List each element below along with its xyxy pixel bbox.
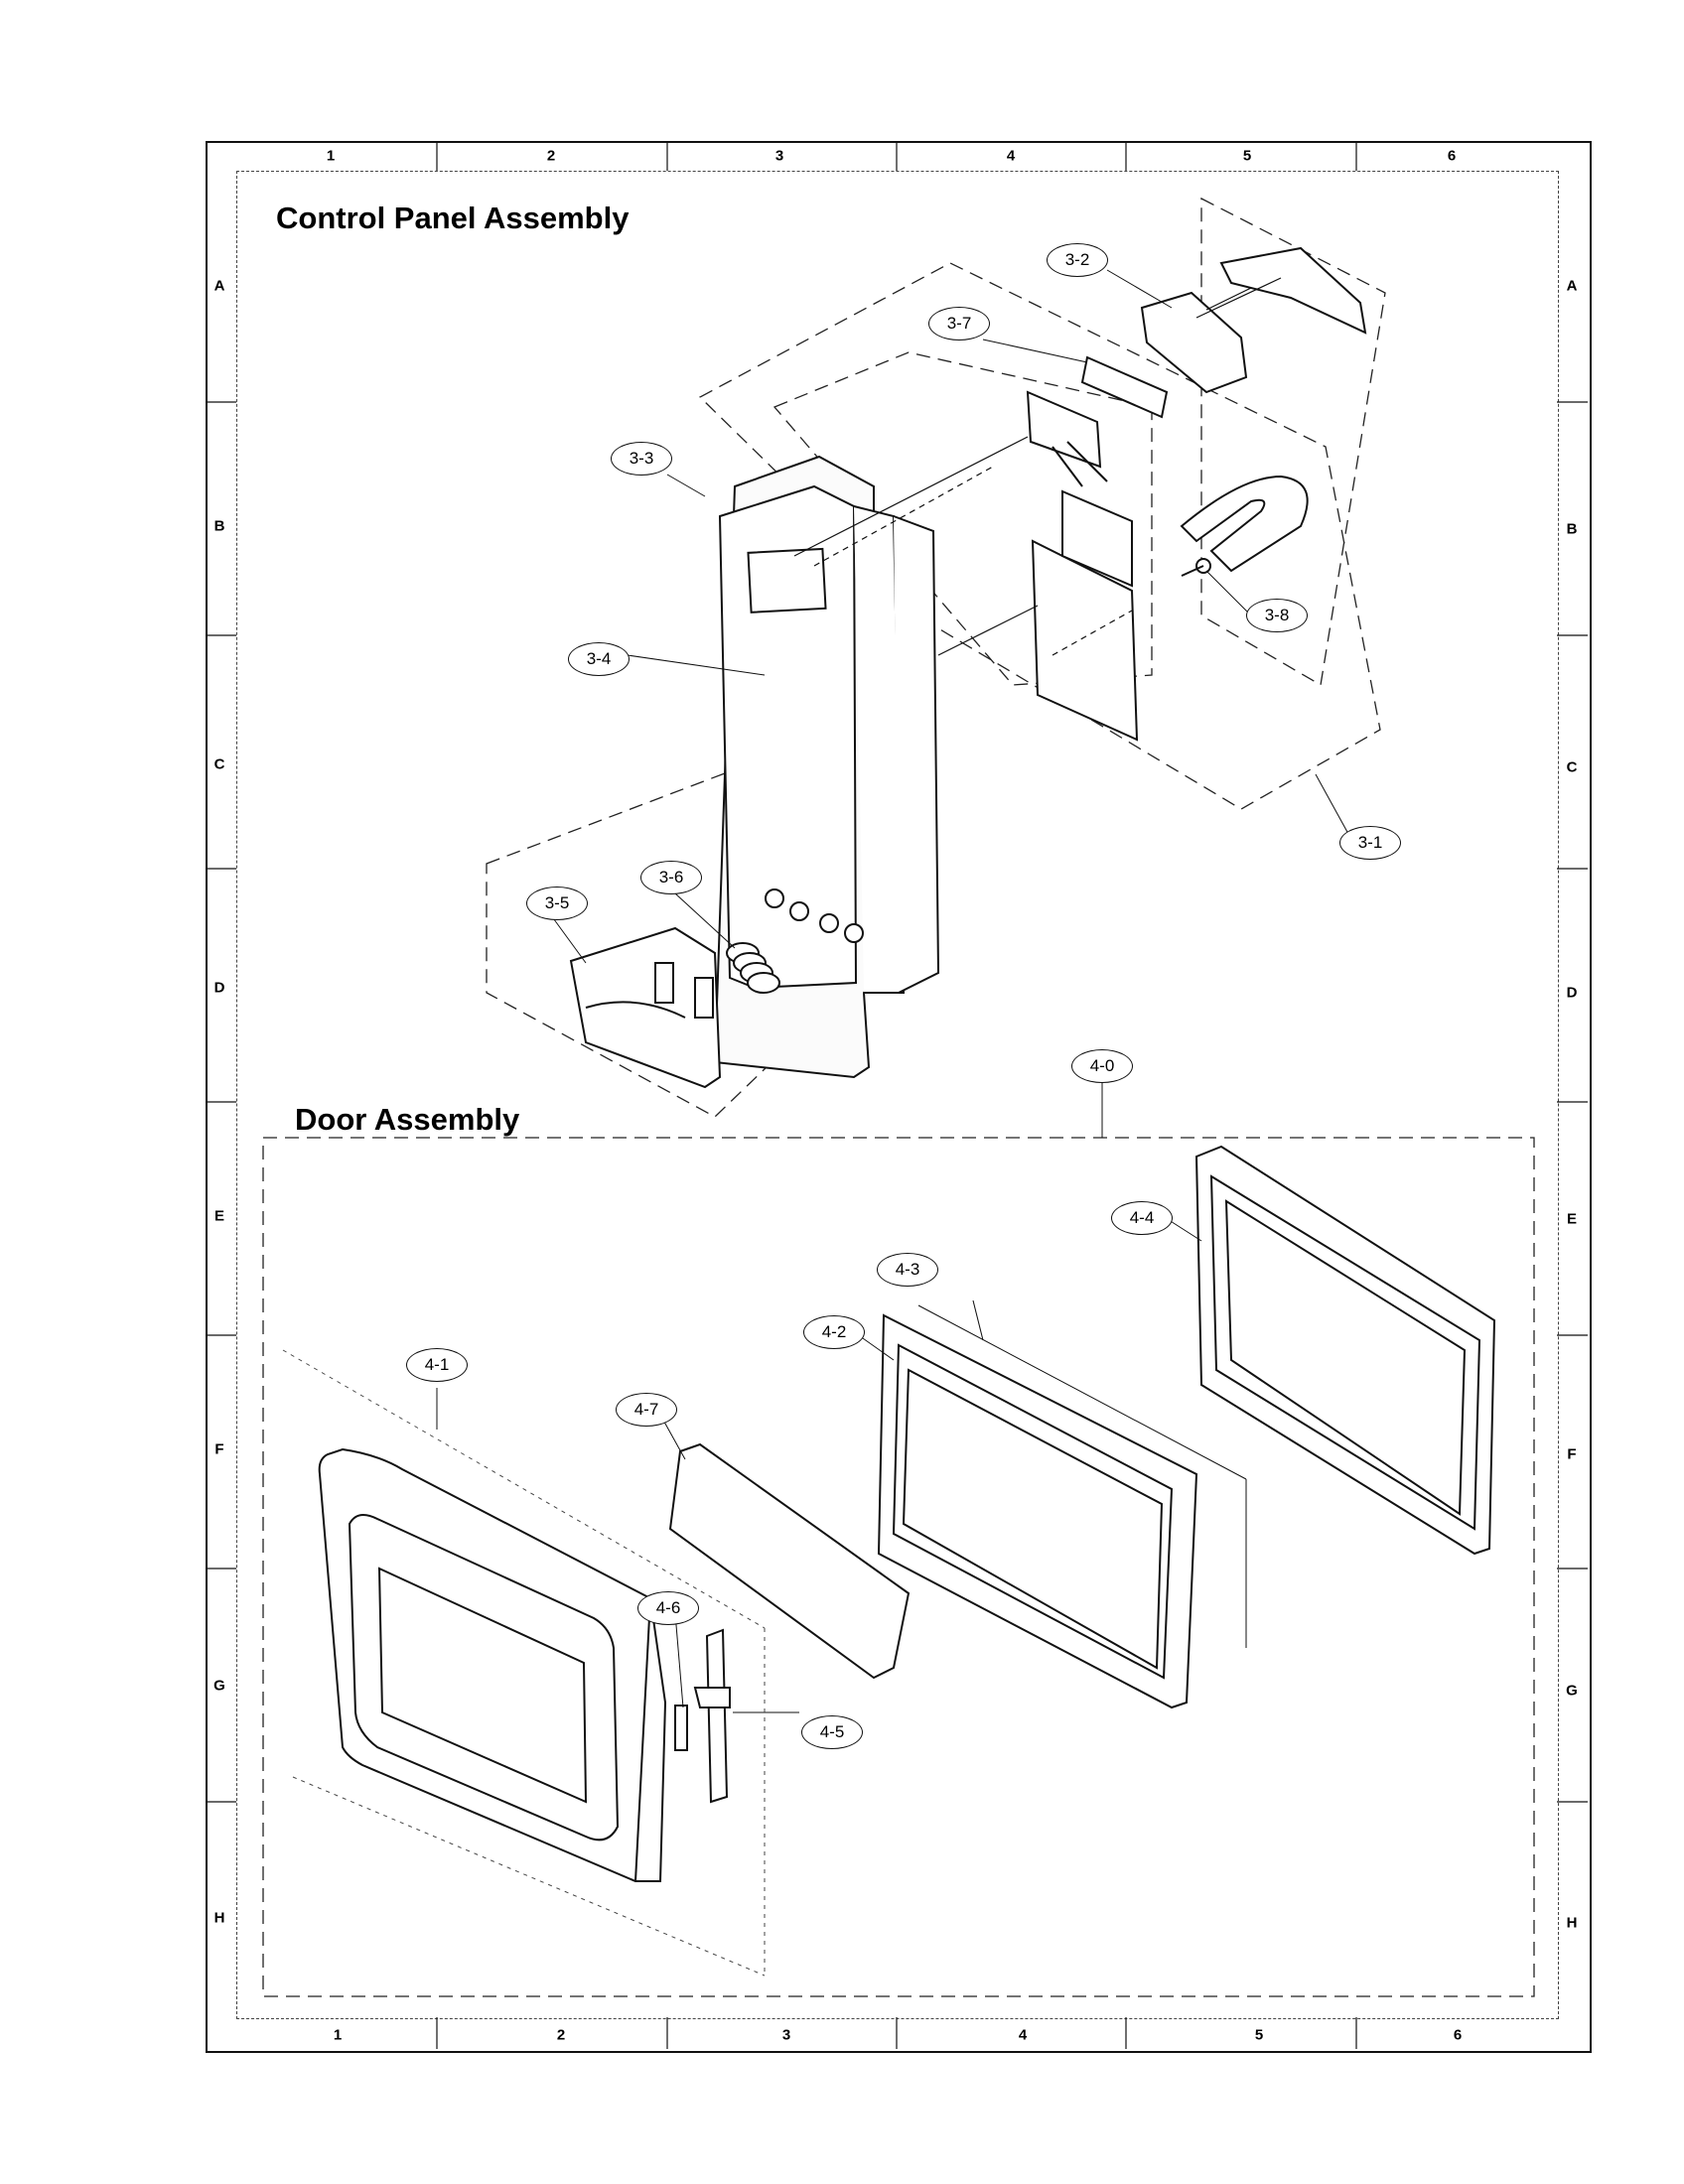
callout-3-2: 3-2 (1047, 243, 1108, 277)
callout-3-7: 3-7 (928, 307, 990, 341)
callout-4-0: 4-0 (1071, 1049, 1133, 1083)
callout-3-4: 3-4 (568, 642, 630, 676)
grid-row-c-left: C (213, 755, 225, 773)
grid-col-5-bottom: 5 (1254, 2026, 1264, 2044)
grid-col-3-bottom: 3 (781, 2026, 791, 2044)
callout-4-1: 4-1 (406, 1348, 468, 1382)
grid-row-h-left: H (213, 1909, 225, 1927)
grid-row-h-right: H (1566, 1914, 1578, 1932)
grid-row-g-left: G (213, 1677, 225, 1695)
control-panel-assembly-title: Control Panel Assembly (276, 201, 630, 235)
grid-row-a-right: A (1566, 277, 1578, 295)
callout-4-7: 4-7 (616, 1393, 677, 1427)
callout-4-6: 4-6 (637, 1591, 699, 1625)
grid-col-2-top: 2 (546, 147, 556, 165)
grid-col-1-top: 1 (326, 147, 336, 165)
grid-row-b-right: B (1566, 520, 1578, 538)
grid-row-d-left: D (213, 979, 225, 997)
grid-col-4-bottom: 4 (1018, 2026, 1028, 2044)
grid-row-c-right: C (1566, 758, 1578, 776)
grid-col-1-bottom: 1 (333, 2026, 343, 2044)
callout-4-4: 4-4 (1111, 1201, 1173, 1235)
callout-3-5: 3-5 (526, 887, 588, 920)
grid-col-5-top: 5 (1242, 147, 1252, 165)
grid-col-6-bottom: 6 (1453, 2026, 1463, 2044)
grid-row-e-right: E (1566, 1210, 1578, 1228)
callout-3-3: 3-3 (611, 442, 672, 476)
grid-col-6-top: 6 (1447, 147, 1457, 165)
outer-frame (206, 141, 1592, 2053)
inner-frame (236, 171, 1559, 2019)
grid-row-b-left: B (213, 517, 225, 535)
grid-row-f-right: F (1567, 1445, 1577, 1463)
grid-row-f-left: F (214, 1440, 224, 1458)
callout-4-2: 4-2 (803, 1315, 865, 1349)
grid-col-2-bottom: 2 (556, 2026, 566, 2044)
grid-col-3-top: 3 (774, 147, 784, 165)
callout-3-6: 3-6 (640, 861, 702, 894)
callout-4-5: 4-5 (801, 1715, 863, 1749)
door-assembly-title: Door Assembly (295, 1102, 520, 1137)
grid-col-4-top: 4 (1006, 147, 1016, 165)
grid-row-d-right: D (1566, 984, 1578, 1002)
callout-3-1: 3-1 (1339, 826, 1401, 860)
grid-row-g-right: G (1566, 1682, 1578, 1700)
callout-4-3: 4-3 (877, 1253, 938, 1287)
grid-row-a-left: A (213, 277, 225, 295)
callout-3-8: 3-8 (1246, 599, 1308, 632)
grid-row-e-left: E (213, 1207, 225, 1225)
